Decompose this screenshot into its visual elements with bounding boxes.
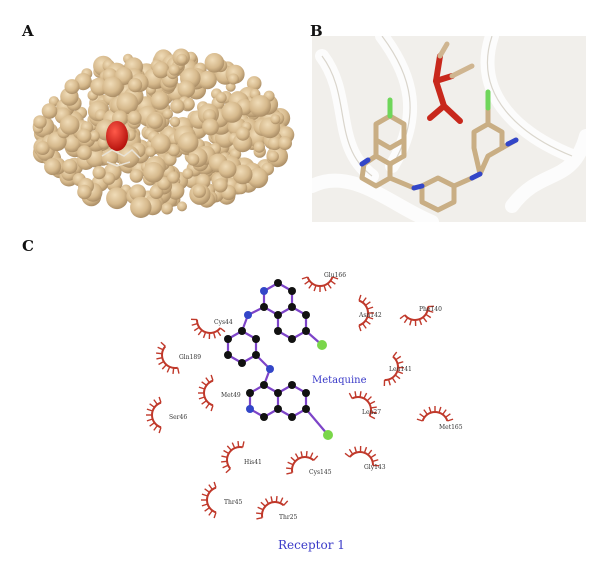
residue-label: Phe140 bbox=[419, 306, 442, 313]
residue-gly143: Gly143 bbox=[344, 445, 386, 471]
receptor-name: Receptor 1 bbox=[278, 538, 345, 552]
residue-asn142: Asn142 bbox=[358, 294, 382, 332]
residue-cys145: Cys145 bbox=[286, 451, 332, 476]
residue-label: Cys145 bbox=[309, 469, 332, 476]
residue-his41: His41 bbox=[221, 441, 262, 474]
residue-label: Thr45 bbox=[224, 499, 243, 506]
residue-thr45: Thr45 bbox=[201, 481, 243, 519]
residue-label: Cys44 bbox=[214, 319, 233, 326]
ligand-name: Metaquine bbox=[312, 375, 367, 386]
chlorine-atoms bbox=[387, 89, 491, 119]
residue-leu141: Leu141 bbox=[383, 351, 412, 387]
residue-gln189: Gln189 bbox=[156, 341, 201, 374]
residue-label: Gln189 bbox=[179, 354, 201, 361]
residue-glu166: Glu166 bbox=[301, 272, 346, 292]
residue-sticks-red bbox=[427, 53, 463, 124]
nitrogen-atoms bbox=[359, 137, 519, 191]
residue-label: His41 bbox=[244, 459, 262, 466]
residue-label: Asn142 bbox=[358, 312, 382, 319]
ligand-atoms bbox=[224, 279, 333, 440]
surface-bumps bbox=[32, 48, 295, 218]
protein-surface-panel bbox=[22, 38, 304, 228]
residue-thr25: Thr25 bbox=[256, 496, 298, 521]
binding-site bbox=[106, 121, 128, 151]
panel-letter-b: B bbox=[310, 22, 323, 40]
residue-met165: Met165 bbox=[416, 406, 463, 431]
residue-label: Leu27 bbox=[362, 409, 381, 416]
ligand-sticks bbox=[101, 149, 141, 167]
residue-leu27: Leu27 bbox=[348, 391, 381, 420]
residue-label: Leu141 bbox=[389, 366, 412, 373]
ligand-closeup-panel bbox=[312, 36, 586, 222]
residue-label: Thr25 bbox=[279, 514, 298, 521]
residue-label: Ser46 bbox=[169, 414, 187, 421]
residue-label: Gly143 bbox=[364, 464, 386, 471]
panel-letter-a: A bbox=[22, 22, 34, 40]
panel-letter-c: C bbox=[22, 237, 34, 255]
residue-met49: Met49 bbox=[198, 374, 241, 412]
ribbon-background bbox=[312, 36, 586, 222]
residue-ser46: Ser46 bbox=[146, 396, 187, 434]
protein-surface-image bbox=[32, 48, 295, 218]
residue-label: Glu166 bbox=[324, 272, 346, 279]
residue-label: Met165 bbox=[439, 424, 463, 431]
residue-cys44: Cys44 bbox=[190, 318, 233, 340]
residue-phe140: Phe140 bbox=[399, 305, 442, 327]
residue-label: Met49 bbox=[221, 392, 241, 399]
ligand-closeup-image bbox=[312, 36, 586, 222]
